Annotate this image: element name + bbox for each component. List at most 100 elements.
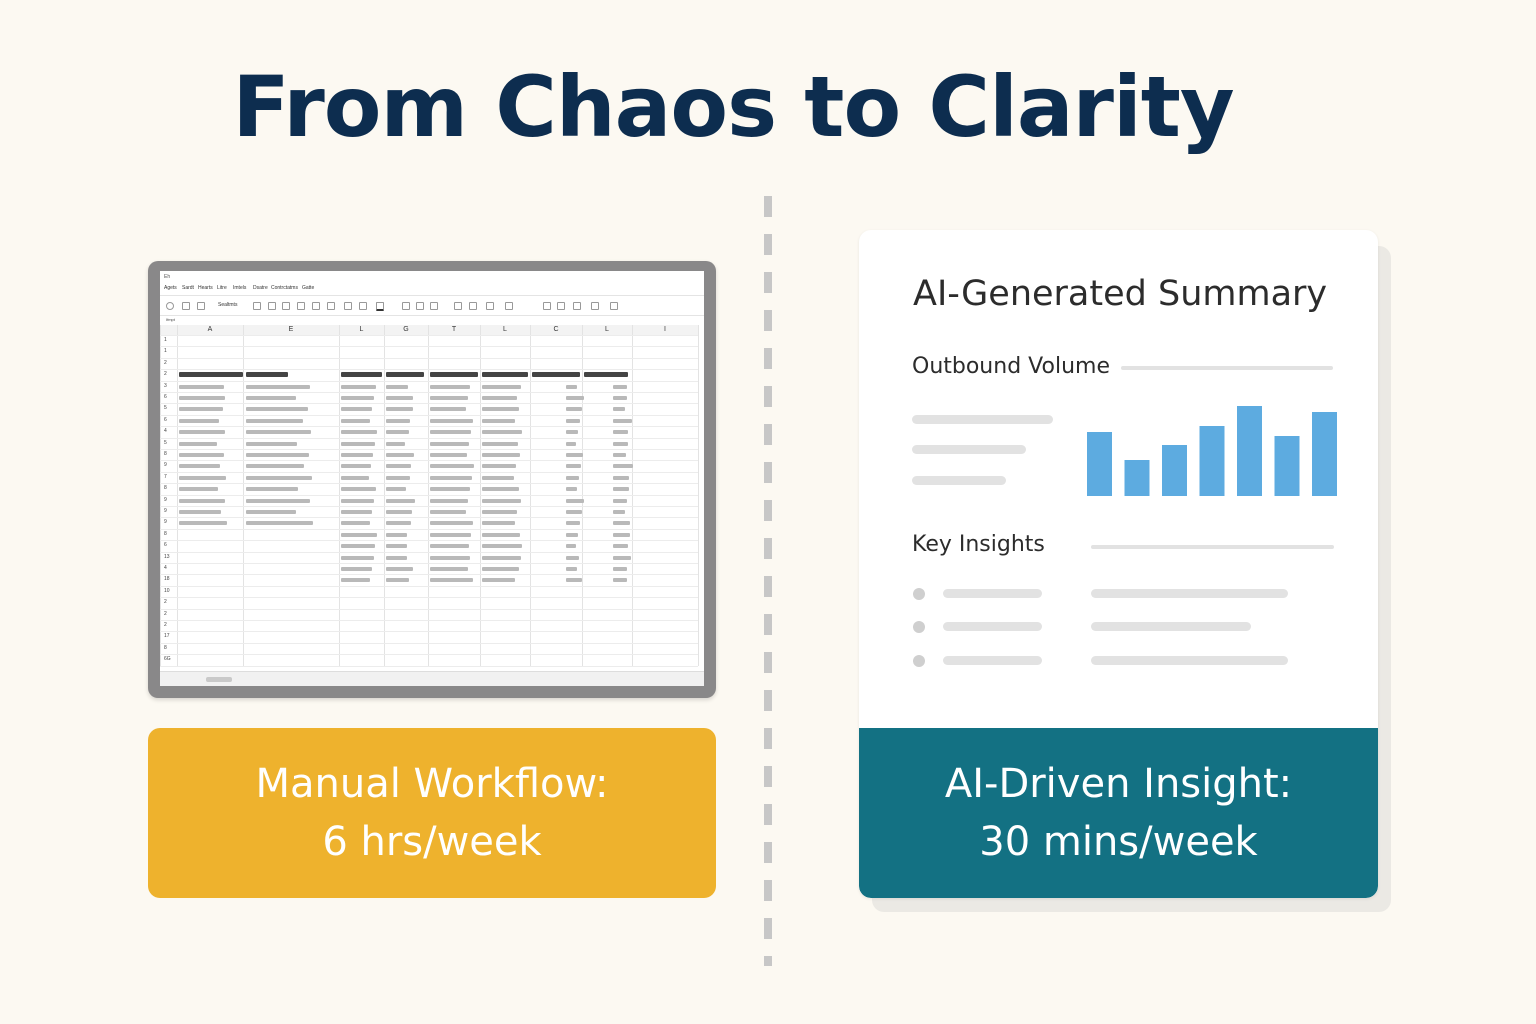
row-number[interactable]: 1 xyxy=(164,348,167,355)
data-cell[interactable] xyxy=(179,475,226,480)
data-cell[interactable] xyxy=(482,510,517,514)
data-cell[interactable] xyxy=(341,407,372,412)
data-cell[interactable] xyxy=(341,453,373,457)
data-cell[interactable] xyxy=(613,555,631,560)
data-cell[interactable] xyxy=(566,384,577,389)
row-number[interactable]: 9 xyxy=(164,519,167,526)
format-icon[interactable] xyxy=(327,302,335,310)
menu-item[interactable]: Gatte xyxy=(302,285,315,291)
column-header[interactable]: L xyxy=(503,326,507,333)
row-number[interactable]: 8 xyxy=(164,530,167,537)
row-number[interactable]: 6 xyxy=(164,542,167,549)
data-cell[interactable] xyxy=(386,441,405,446)
data-cell[interactable] xyxy=(386,521,411,526)
data-cell[interactable] xyxy=(386,510,412,514)
data-cell[interactable] xyxy=(386,578,409,583)
row-number[interactable]: 8 xyxy=(164,644,167,651)
menu-item[interactable]: Dsatre xyxy=(253,285,268,291)
data-cell[interactable] xyxy=(613,567,627,571)
format-icon[interactable] xyxy=(416,302,424,310)
data-cell[interactable] xyxy=(613,578,627,583)
menu-item[interactable]: Contrctatms xyxy=(271,285,298,291)
row-number[interactable]: 2 xyxy=(164,371,167,378)
row-number[interactable]: 9 xyxy=(164,508,167,514)
data-cell[interactable] xyxy=(179,464,220,469)
data-cell[interactable] xyxy=(246,430,311,435)
data-cell[interactable] xyxy=(482,464,516,469)
format-icon[interactable] xyxy=(402,302,410,310)
data-cell[interactable] xyxy=(341,418,370,423)
data-cell[interactable] xyxy=(566,441,576,446)
data-cell[interactable] xyxy=(246,510,296,514)
data-cell[interactable] xyxy=(179,418,219,423)
data-cell[interactable] xyxy=(482,544,522,549)
menu-item[interactable]: Litre xyxy=(217,285,227,291)
menu-item[interactable]: Imtels xyxy=(233,285,247,291)
format-icon[interactable] xyxy=(430,302,438,310)
data-cell[interactable] xyxy=(482,521,515,526)
data-cell[interactable] xyxy=(482,498,521,503)
column-header[interactable]: C xyxy=(553,326,559,333)
data-cell[interactable] xyxy=(341,396,374,400)
data-cell[interactable] xyxy=(341,567,372,571)
row-number[interactable]: 7 xyxy=(164,473,167,480)
format-icon[interactable] xyxy=(253,302,261,310)
data-cell[interactable] xyxy=(179,510,221,514)
data-cell[interactable] xyxy=(341,487,376,492)
data-cell[interactable] xyxy=(566,498,584,503)
data-cell[interactable] xyxy=(613,418,632,423)
data-cell[interactable] xyxy=(341,521,370,526)
data-cell[interactable] xyxy=(179,498,225,503)
data-cell[interactable] xyxy=(430,544,469,549)
format-icon[interactable] xyxy=(573,302,581,310)
format-icon[interactable] xyxy=(344,302,352,310)
data-cell[interactable] xyxy=(246,487,298,492)
format-icon[interactable] xyxy=(268,302,276,310)
data-cell[interactable] xyxy=(482,487,519,492)
data-cell[interactable] xyxy=(482,453,520,457)
format-icon[interactable] xyxy=(282,302,290,310)
column-header[interactable]: E xyxy=(288,326,294,333)
header-cell[interactable] xyxy=(246,372,288,378)
undo-icon[interactable] xyxy=(166,302,174,310)
data-cell[interactable] xyxy=(341,544,375,549)
data-cell[interactable] xyxy=(246,407,308,412)
data-cell[interactable] xyxy=(341,498,374,503)
data-cell[interactable] xyxy=(341,555,374,560)
data-cell[interactable] xyxy=(613,384,627,389)
row-number[interactable]: 10 xyxy=(164,587,170,594)
data-cell[interactable] xyxy=(341,578,370,583)
row-number[interactable]: 6 xyxy=(164,394,167,400)
redo-icon[interactable] xyxy=(182,302,190,310)
data-cell[interactable] xyxy=(482,418,515,423)
data-cell[interactable] xyxy=(430,532,471,537)
data-cell[interactable] xyxy=(179,407,223,412)
data-cell[interactable] xyxy=(566,510,582,514)
format-icon[interactable] xyxy=(359,302,367,310)
data-cell[interactable] xyxy=(613,453,626,457)
data-cell[interactable] xyxy=(566,407,582,412)
bold-icon[interactable] xyxy=(197,302,205,310)
row-number[interactable]: 2 xyxy=(164,359,167,366)
row-number[interactable]: 4 xyxy=(164,565,167,571)
header-cell[interactable] xyxy=(532,372,580,378)
data-cell[interactable] xyxy=(246,384,310,389)
header-cell[interactable] xyxy=(341,372,382,378)
data-cell[interactable] xyxy=(386,407,413,412)
header-cell[interactable] xyxy=(482,372,528,378)
format-icon[interactable] xyxy=(543,302,551,310)
data-cell[interactable] xyxy=(482,532,520,537)
data-cell[interactable] xyxy=(341,510,372,514)
data-cell[interactable] xyxy=(566,578,582,583)
header-cell[interactable] xyxy=(584,372,628,378)
data-cell[interactable] xyxy=(386,532,407,537)
data-cell[interactable] xyxy=(482,441,518,446)
format-icon[interactable] xyxy=(297,302,305,310)
data-cell[interactable] xyxy=(179,396,225,400)
data-cell[interactable] xyxy=(246,498,310,503)
column-header[interactable]: A xyxy=(207,326,213,333)
data-cell[interactable] xyxy=(613,487,629,492)
data-cell[interactable] xyxy=(566,555,579,560)
data-cell[interactable] xyxy=(613,441,628,446)
data-cell[interactable] xyxy=(566,544,576,549)
